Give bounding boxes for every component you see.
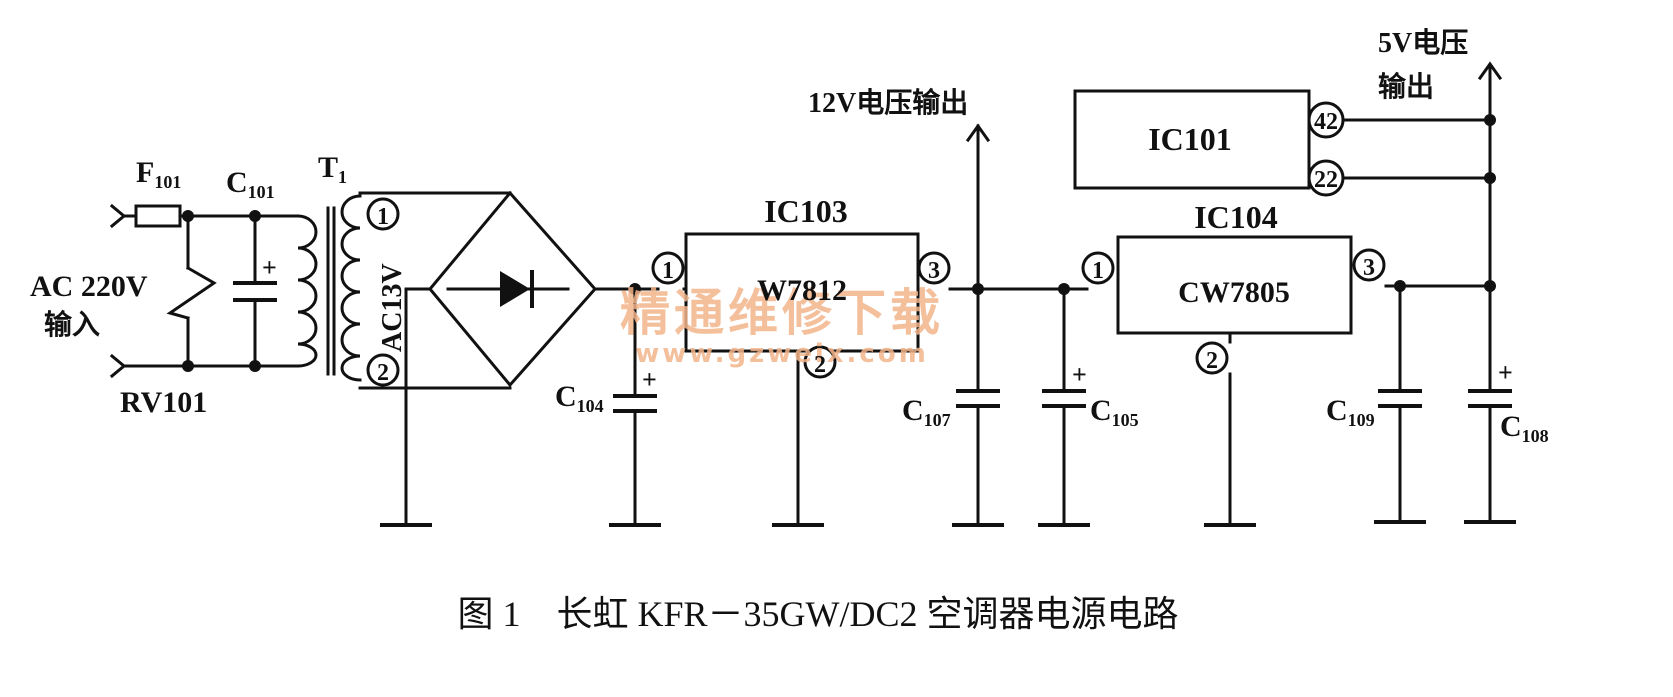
- bridge-rectifier: [428, 190, 598, 388]
- pin-circle-ic104-3: [1352, 248, 1386, 282]
- pin-circle-ic103-1: [651, 251, 685, 285]
- pin-ic103-3: 3: [928, 258, 940, 284]
- pin-circle-ic101-42: [1307, 101, 1345, 139]
- ic104-part: CW7805: [1178, 276, 1290, 309]
- ac-input-label-cn: 输入: [44, 308, 100, 341]
- pin-circle-ic103-3: [917, 251, 951, 285]
- capacitor-c109: [1374, 284, 1426, 524]
- ic104-name: IC104: [1194, 199, 1278, 235]
- pin-t1-1: 1: [377, 204, 389, 230]
- c104-label: C104: [555, 380, 604, 416]
- pin-ic101-42: 42: [1314, 109, 1338, 135]
- rv101-label: RV101: [120, 386, 207, 419]
- pin-t1-2: 2: [377, 360, 389, 386]
- c101-plus: +: [262, 253, 277, 282]
- c105-label: C105: [1090, 394, 1139, 430]
- capacitor-c104: [609, 287, 661, 527]
- output-12v-label: 12V电压输出: [808, 86, 968, 119]
- ic103-name: IC103: [764, 193, 848, 229]
- c104-plus: +: [642, 365, 657, 394]
- pin-circle-t1-1: [366, 197, 400, 231]
- ac-input-label: AC 220V: [30, 270, 148, 303]
- pin-circle-ic101-22: [1307, 159, 1345, 197]
- ic103-part: W7812: [757, 274, 847, 307]
- watermark: 精通维修下载 www.gzweix.com: [620, 284, 944, 369]
- pin-ic103-2: 2: [814, 352, 826, 378]
- transformer-t1: [296, 194, 362, 382]
- output-5v-label-line2: 输出: [1378, 70, 1434, 103]
- t1-label: T1: [318, 151, 347, 187]
- pin-circle-t1-2: [366, 353, 400, 387]
- watermark-line1: 精通维修下载: [620, 284, 944, 342]
- figure-caption: 图 1 长虹 KFR－35GW/DC2 空调器电源电路: [457, 594, 1178, 634]
- capacitor-c101: [233, 214, 277, 368]
- capacitor-c108: [1464, 284, 1516, 524]
- ic101-name: IC101: [1148, 121, 1232, 157]
- ic103-box: [684, 232, 920, 353]
- fuse-label: F101: [136, 156, 181, 192]
- pin-ic104-3: 3: [1363, 255, 1375, 281]
- capacitor-c107: [952, 287, 1004, 527]
- varistor-rv101: [166, 214, 217, 368]
- c109-label: C109: [1326, 394, 1375, 430]
- pin-circle-ic103-2: [803, 345, 837, 379]
- pin-ic104-1: 1: [1092, 258, 1104, 284]
- c108-plus: +: [1498, 358, 1513, 387]
- capacitor-c105: [1038, 287, 1090, 527]
- ic101-box: [1073, 89, 1311, 190]
- ic104-box: [1116, 235, 1353, 335]
- watermark-line2: www.gzweix.com: [635, 339, 929, 369]
- c101-label: C101: [226, 166, 275, 202]
- secondary-voltage-label: AC13V: [377, 263, 408, 352]
- c105-plus: +: [1072, 360, 1087, 389]
- pin-ic103-1: 1: [662, 258, 674, 284]
- output-5v-label-line1: 5V电压: [1378, 27, 1468, 59]
- pin-ic101-22: 22: [1314, 167, 1338, 193]
- pin-ic104-2: 2: [1206, 348, 1218, 374]
- pin-circle-ic104-2: [1195, 341, 1229, 375]
- c108-label: C108: [1500, 410, 1549, 446]
- pin-circle-ic104-1: [1081, 251, 1115, 285]
- fuse-f101: [134, 204, 182, 228]
- c107-label: C107: [902, 394, 951, 430]
